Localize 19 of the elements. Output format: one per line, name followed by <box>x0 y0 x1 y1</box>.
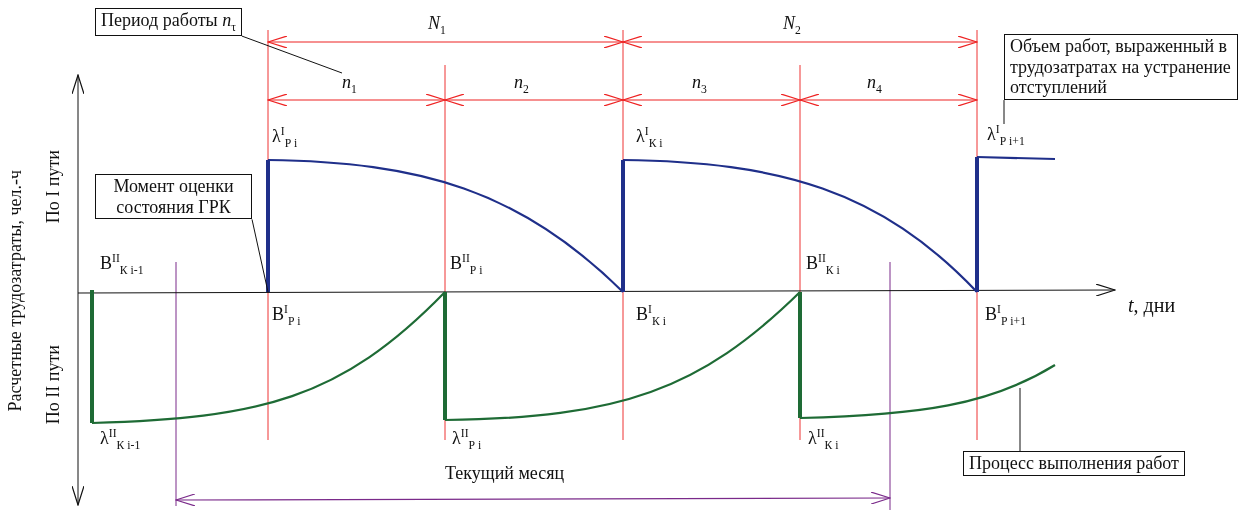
axis-label: По I пути <box>44 150 64 224</box>
callout-box: Объем работ, выраженный в трудозатратах на устранение отступлений <box>1004 34 1238 101</box>
callout-box: Момент оценки состояния ГРК <box>95 174 252 220</box>
dimension-label: n$_{4}$ <box>867 73 882 97</box>
leader-line <box>1003 99 1005 125</box>
leader-line <box>1019 387 1021 452</box>
dimension-label: n$_{3}$ <box>692 73 707 97</box>
callout-box: Период работы n$_{τ}$ <box>95 8 242 37</box>
period-label: Текущий месяц <box>445 464 565 484</box>
dimension-label: n$_{1}$ <box>342 73 357 97</box>
leader-line <box>251 218 269 293</box>
callout-box: Процесс выполнения работ <box>963 451 1185 476</box>
axis-title: Расчетные трудозатраты, чел.-ч <box>6 170 26 412</box>
axis-label: t, дни <box>1128 294 1176 316</box>
dimension-label: N$_{1}$ <box>428 14 446 38</box>
dimension-label: n$_{2}$ <box>514 73 529 97</box>
dimension-label: N$_{2}$ <box>783 14 801 38</box>
leader-line <box>241 35 343 74</box>
axis-label: По II пути <box>44 345 64 425</box>
